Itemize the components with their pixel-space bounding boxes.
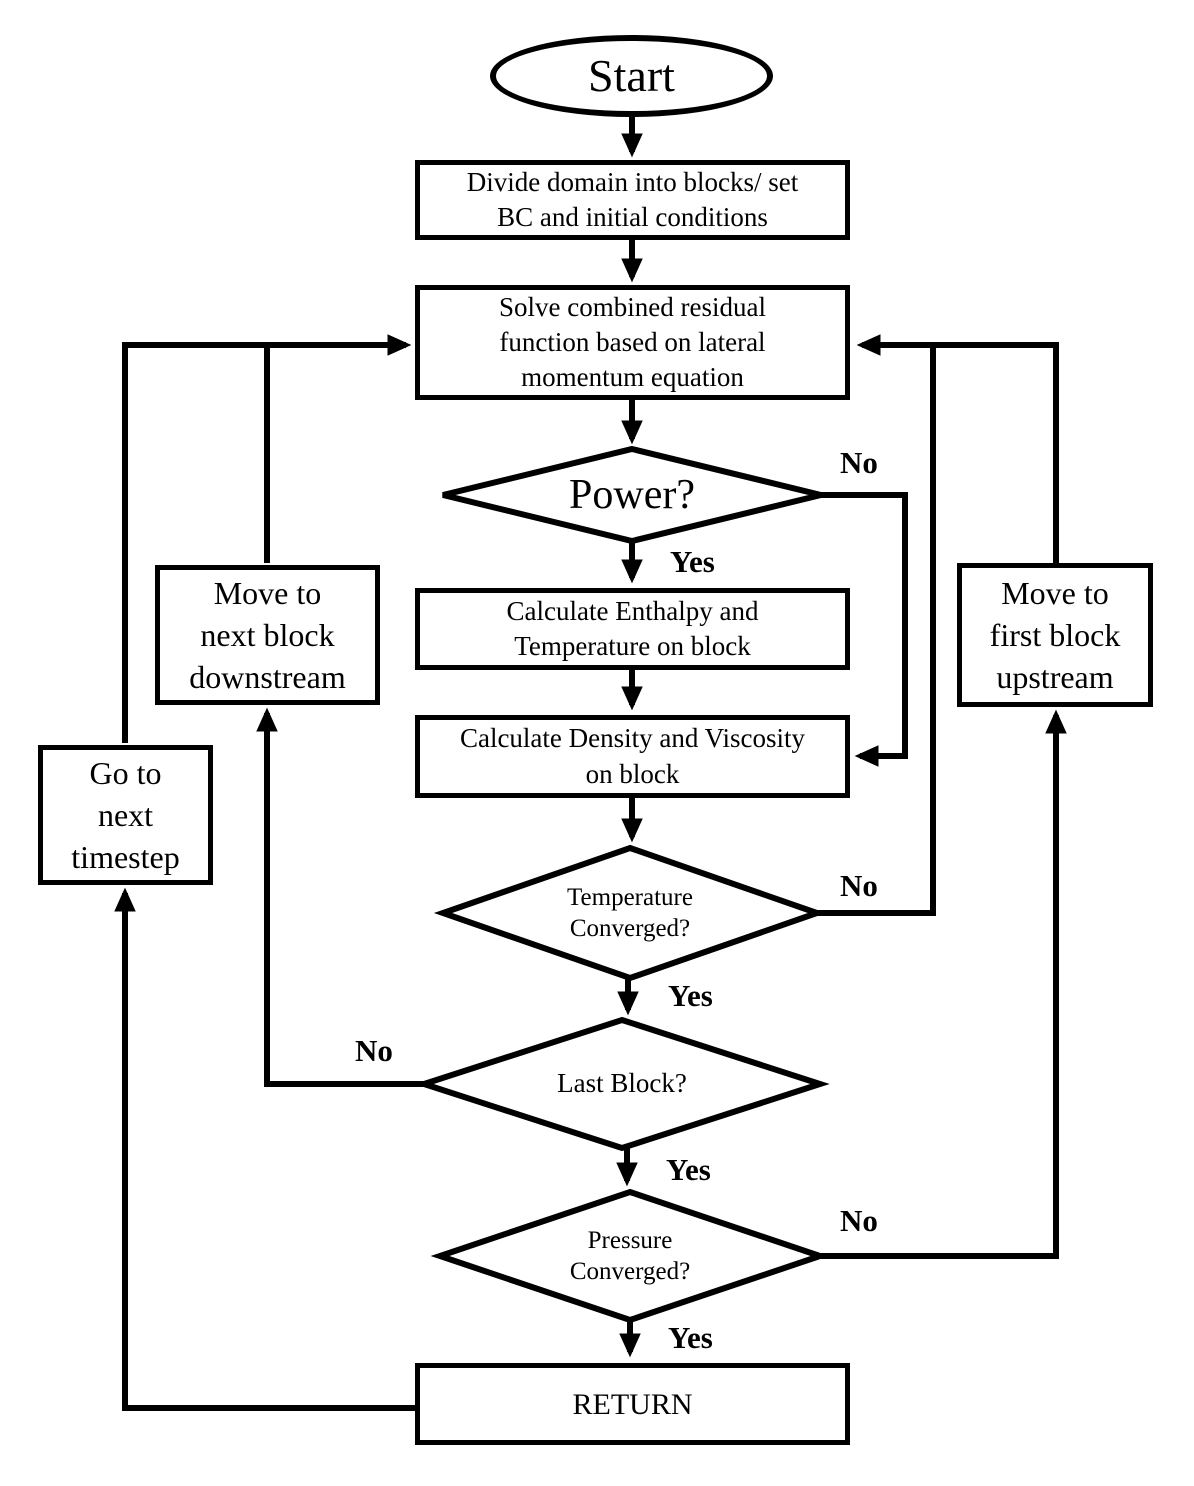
edge-label-power-yes: Yes (670, 544, 715, 579)
edge-power-no-to-density (819, 492, 908, 767)
edge-tempconv-no-up (815, 348, 936, 916)
edge-lastblock-no-to-downstream (256, 707, 426, 1087)
decision-power-shape (442, 445, 822, 545)
edge-upstream-to-solve (856, 334, 1059, 565)
node-go-to-next-timestep: Go to next timestep (38, 745, 213, 885)
edge-return-to-timestep (114, 887, 417, 1411)
node-start: Start (490, 35, 773, 117)
node-divide-domain: Divide domain into blocks/ set BC and in… (415, 160, 850, 240)
edge-label-temp-yes: Yes (668, 978, 713, 1013)
edge-label-pressure-no: No (840, 1203, 878, 1238)
node-solve-residual: Solve combined residual function based o… (415, 285, 850, 400)
edge-label-temp-no: No (840, 868, 878, 903)
edge-pressure-no-to-upstream (818, 709, 1067, 1259)
edge-label-last-yes: Yes (666, 1152, 711, 1187)
node-move-first-block-upstream: Move to first block upstream (957, 563, 1153, 707)
node-return: RETURN (415, 1363, 850, 1445)
decision-temp-converged-label: Temperature Converged? (567, 883, 693, 942)
node-calc-enthalpy: Calculate Enthalpy and Temperature on bl… (415, 588, 850, 670)
edge-label-pressure-yes: Yes (668, 1320, 713, 1355)
decision-temp-converged-shape (433, 844, 827, 982)
decision-power-label: Power? (569, 471, 695, 518)
node-move-next-block-downstream: Move to next block downstream (155, 565, 380, 705)
edge-label-last-no: No (355, 1033, 393, 1068)
decision-pressure-converged-shape (430, 1188, 830, 1324)
edge-label-power-no: No (840, 445, 878, 480)
decision-pressure-converged-label: Pressure Converged? (569, 1226, 691, 1285)
decision-last-block-label: Last Block? (557, 1068, 687, 1099)
edge-timestep-to-solve (122, 334, 412, 743)
decision-last-block-shape (414, 1016, 830, 1152)
node-calc-density: Calculate Density and Viscosity on block (415, 715, 850, 798)
